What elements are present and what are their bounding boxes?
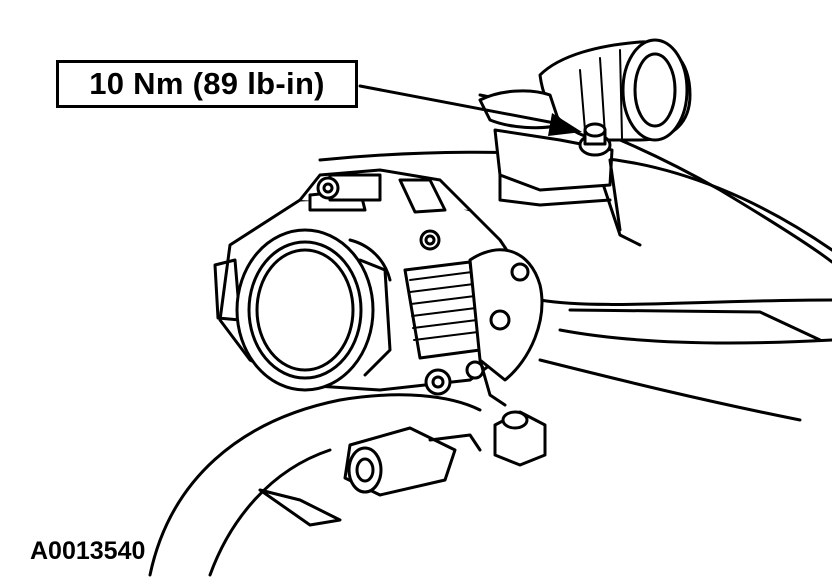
lower-fittings — [343, 368, 547, 497]
bolt — [578, 122, 612, 157]
throttle-bore — [235, 228, 392, 392]
torque-spec-callout: 10 Nm (89 lb-in) — [56, 60, 358, 108]
figure-id-label: A0013540 — [30, 537, 146, 565]
callout-leader-arrow — [358, 84, 582, 136]
pcv-hose — [478, 38, 692, 142]
throttle-linkage — [403, 248, 544, 407]
intake-runner — [148, 393, 482, 577]
